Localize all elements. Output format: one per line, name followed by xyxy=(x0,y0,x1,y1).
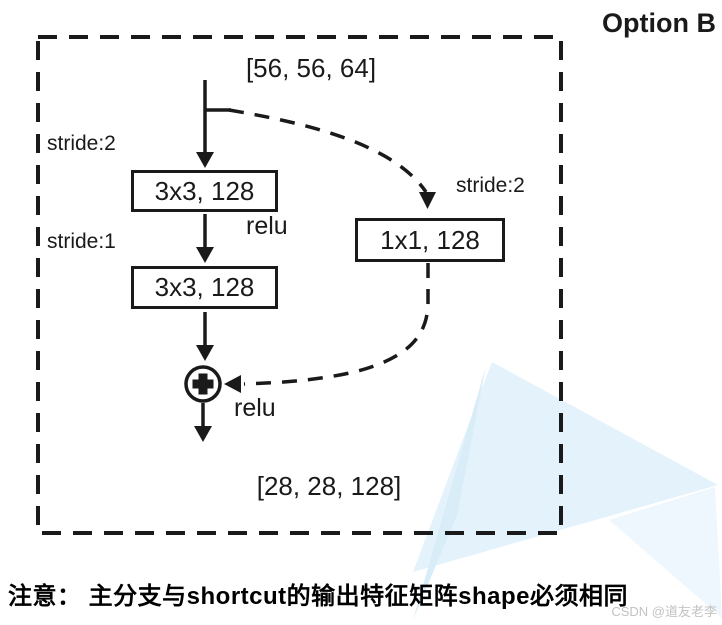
shortcut-to-add-curve xyxy=(224,263,430,393)
decoration-triangle-faint xyxy=(609,487,722,618)
conv1-box: 3x3, 128 xyxy=(131,170,278,212)
watermark-text: CSDN @道友老李 xyxy=(611,604,717,619)
shortcut-conv-box: 1x1, 128 xyxy=(355,218,505,262)
arrowhead-into-add xyxy=(224,375,241,393)
output-shape-label: [28, 28, 128] xyxy=(256,471,402,501)
note-text: 注意： 主分支与shortcut的输出特征矩阵shape必须相同 xyxy=(8,583,629,610)
arrow-add-to-output xyxy=(194,403,212,442)
block-dashed-border xyxy=(36,35,563,535)
shortcut-stride-label: stride:2 xyxy=(456,174,525,197)
main-branch-stride1-label: stride:2 xyxy=(47,132,116,155)
input-shape-label: [56, 56, 64] xyxy=(245,53,377,83)
arrow-input-to-conv1 xyxy=(196,80,214,168)
main-branch-stride2-label: stride:1 xyxy=(47,230,116,253)
arrow-conv1-to-conv2 xyxy=(196,214,214,263)
page-title: Option B xyxy=(602,8,716,38)
arrowhead-into-shortcut-conv xyxy=(419,192,436,209)
arrow-conv2-to-add xyxy=(196,312,214,361)
relu1-label: relu xyxy=(246,212,288,240)
add-icon xyxy=(184,365,222,403)
relu2-label: relu xyxy=(234,394,276,422)
decoration-triangle-tail xyxy=(413,366,486,620)
shortcut-branch-curve xyxy=(205,108,436,209)
conv2-box: 3x3, 128 xyxy=(131,266,278,309)
decoration-triangle-main xyxy=(413,362,718,572)
